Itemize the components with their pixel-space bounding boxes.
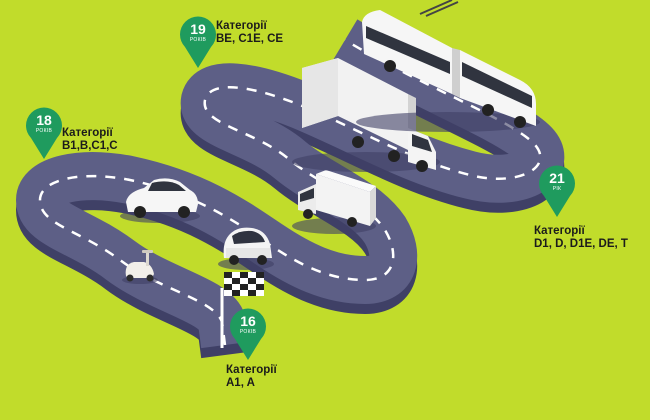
- milestone-label-21: Категорії D1, D, D1E, DE, T: [534, 225, 628, 251]
- milestone-age: 21: [549, 170, 565, 186]
- milestone-heading: Категорії: [216, 20, 267, 32]
- delivery-truck-icon: [292, 170, 376, 234]
- milestone-pin-18: 18 РОКІВ: [24, 102, 64, 160]
- milestone-categories: D1, D, D1E, DE, T: [534, 238, 628, 250]
- milestone-categories: B1,B,C1,C: [62, 140, 118, 152]
- milestone-label-18: Категорії B1,B,C1,C: [62, 127, 118, 153]
- milestone-label-16: Категорії A1, A: [226, 364, 277, 390]
- milestone-age: 18: [36, 112, 52, 128]
- milestone-heading: Категорії: [534, 225, 585, 237]
- map-pin-icon: [26, 107, 62, 159]
- finish-flag-icon: [220, 272, 264, 348]
- map-pin-icon: [539, 165, 575, 217]
- map-pin-icon: [180, 16, 216, 68]
- milestone-age: 16: [240, 313, 256, 329]
- milestone-categories: A1, A: [226, 377, 255, 389]
- sedan-icon: [120, 178, 200, 223]
- milestone-age-unit: РОКІВ: [189, 37, 207, 43]
- milestone-age: 19: [190, 21, 206, 37]
- milestone-label-19: Категорії BE, C1E, CE: [216, 20, 283, 46]
- milestone-age-unit: РОКІВ: [35, 128, 53, 134]
- milestone-pin-21: 21 РІК: [537, 160, 577, 218]
- trolleybus-icon: [356, 0, 540, 132]
- milestone-pin-19: 19 РОКІВ: [178, 11, 218, 69]
- milestone-age-unit: РІК: [552, 186, 562, 192]
- milestone-heading: Категорії: [226, 364, 277, 376]
- milestone-categories: BE, C1E, CE: [216, 33, 284, 45]
- milestone-pin-16: 16 РОКІВ: [228, 303, 268, 361]
- milestone-age-unit: РОКІВ: [239, 329, 257, 335]
- scooter-icon: [122, 250, 158, 284]
- small-car-icon: [218, 227, 274, 270]
- milestone-heading: Категорії: [62, 127, 113, 139]
- map-pin-icon: [230, 308, 266, 360]
